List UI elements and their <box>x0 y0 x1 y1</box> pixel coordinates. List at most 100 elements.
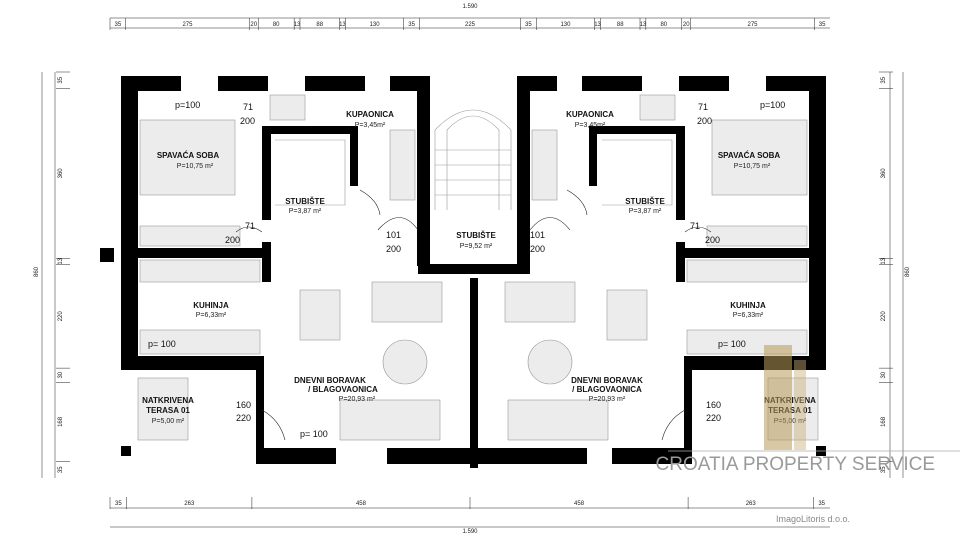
dimension-label: 35 <box>818 501 825 507</box>
room-kitchen-right: KUHINJA P=6,33m² <box>730 301 766 319</box>
watermark-brand: CROATIA PROPERTY SERVICE <box>656 454 935 475</box>
room-area: P=6,33m² <box>733 312 764 319</box>
room-area: P=10,75 m² <box>734 163 771 170</box>
dimension-label: 35 <box>819 22 826 28</box>
dimension-label: 35 <box>115 501 122 507</box>
room-bathroom-left: KUPAONICA P=3,45m² <box>346 110 394 129</box>
dimension-label: 13 <box>594 22 601 28</box>
door-width-label: 101 <box>386 230 401 240</box>
dimension-label: 88 <box>316 22 323 28</box>
dimension-label: 168 <box>881 416 887 427</box>
dimension-label: 35 <box>58 466 64 473</box>
dimension-label: 225 <box>465 22 476 28</box>
dimension-label: 275 <box>748 22 759 28</box>
door-height-label: 220 <box>236 413 251 423</box>
room-name: NATKRIVENA <box>142 396 194 405</box>
window-sill-label: p= 100 <box>300 429 328 439</box>
walls <box>100 76 826 468</box>
dimension-label: 20 <box>250 22 257 28</box>
room-stair-left: STUBIŠTE P=3,87 m² <box>285 197 325 215</box>
door-height-label: 200 <box>386 244 401 254</box>
dimension-label: 35 <box>115 22 122 28</box>
dimension-label: 35 <box>408 22 415 28</box>
room-name: KUHINJA <box>193 301 229 310</box>
right-segment-dims: 35 360 13 220 30 168 35 <box>879 71 893 473</box>
dimension-label: 168 <box>58 416 64 427</box>
bottom-total-dim: 1.590 <box>462 529 478 535</box>
dimension-label: 30 <box>881 371 887 378</box>
dimension-label: 13 <box>339 22 346 28</box>
door-height-label: 200 <box>697 116 712 126</box>
window-sill-label: p= 100 <box>718 339 746 349</box>
room-name: KUPAONICA <box>346 110 394 119</box>
dimension-label: 263 <box>184 501 195 507</box>
door-width-label: 71 <box>698 102 708 112</box>
dimension-label: 360 <box>881 168 887 179</box>
dimension-label: 130 <box>370 22 381 28</box>
door-height-label: 200 <box>225 235 240 245</box>
window-sill-label: p=100 <box>760 100 785 110</box>
top-total-dim: 1.590 <box>462 4 478 10</box>
dimension-label: 263 <box>746 501 757 507</box>
dimension-label: 30 <box>58 371 64 378</box>
dimension-label: 275 <box>182 22 193 28</box>
dimension-label: 20 <box>683 22 690 28</box>
room-name: SPAVAĆA SOBA <box>157 151 220 160</box>
room-terrace-left: NATKRIVENA TERASA 01 P=5,00 m² <box>142 396 194 425</box>
room-name: STUBIŠTE <box>285 197 325 206</box>
dimension-label: 360 <box>58 168 64 179</box>
room-area: P=20,93 m² <box>589 396 626 403</box>
room-area: P=6,33m² <box>196 312 227 319</box>
dimension-label: 220 <box>58 311 64 322</box>
door-height-label: 220 <box>706 413 721 423</box>
room-area: P=10,75 m² <box>177 163 214 170</box>
door-width-label: 160 <box>236 400 251 410</box>
room-kitchen-left: KUHINJA P=6,33m² <box>193 301 229 319</box>
dimension-label: 220 <box>881 311 887 322</box>
door-width-label: 160 <box>706 400 721 410</box>
room-living-right: DNEVNI BORAVAK / BLAGOVAONICA P=20,93 m² <box>571 376 643 403</box>
room-name: DNEVNI BORAVAK <box>294 376 366 385</box>
door-width-label: 71 <box>243 102 253 112</box>
dimension-label: 35 <box>881 76 887 83</box>
dimension-label: 13 <box>58 257 64 264</box>
room-name: STUBIŠTE <box>625 197 665 206</box>
dimension-label: 80 <box>660 22 667 28</box>
room-name: KUHINJA <box>730 301 766 310</box>
dimension-label: 13 <box>881 257 887 264</box>
door-height-label: 200 <box>530 244 545 254</box>
room-stair-central: STUBIŠTE P=9,52 m² <box>456 231 496 250</box>
room-area: P=5,00 m² <box>152 418 185 425</box>
furniture <box>137 94 819 441</box>
room-bedroom-right: SPAVAĆA SOBA P=10,75 m² <box>718 151 781 170</box>
opening-labels: p=100 p=100 p= 100 p= 100 p= 100 71 200 … <box>148 100 785 439</box>
left-total-dim: 860 <box>34 266 40 277</box>
room-name: STUBIŠTE <box>456 231 496 240</box>
room-living-left: DNEVNI BORAVAK / BLAGOVAONICA P=20,93 m² <box>294 376 378 403</box>
door-width-label: 71 <box>245 221 255 231</box>
dimension-label: 35 <box>525 22 532 28</box>
room-name: DNEVNI BORAVAK <box>571 376 643 385</box>
room-area: P=3,45m² <box>575 122 606 129</box>
room-bathroom-right: KUPAONICA P=3,45m² <box>566 110 614 129</box>
room-stair-right: STUBIŠTE P=3,87 m² <box>625 197 665 215</box>
room-area: P=9,52 m² <box>460 243 493 250</box>
room-area: P=3,87 m² <box>629 208 662 215</box>
window-sill-label: p= 100 <box>148 339 176 349</box>
dimension-label: 458 <box>356 501 367 507</box>
watermark-sub: ImagoLitoris d.o.o. <box>776 514 850 524</box>
watermark: CROATIA PROPERTY SERVICE ImagoLitoris d.… <box>656 345 960 524</box>
dimension-label: 80 <box>273 22 280 28</box>
room-name-2: / BLAGOVAONICA <box>308 385 378 394</box>
dimension-label: 13 <box>294 22 301 28</box>
dimension-label: 35 <box>881 466 887 473</box>
door-height-label: 200 <box>240 116 255 126</box>
